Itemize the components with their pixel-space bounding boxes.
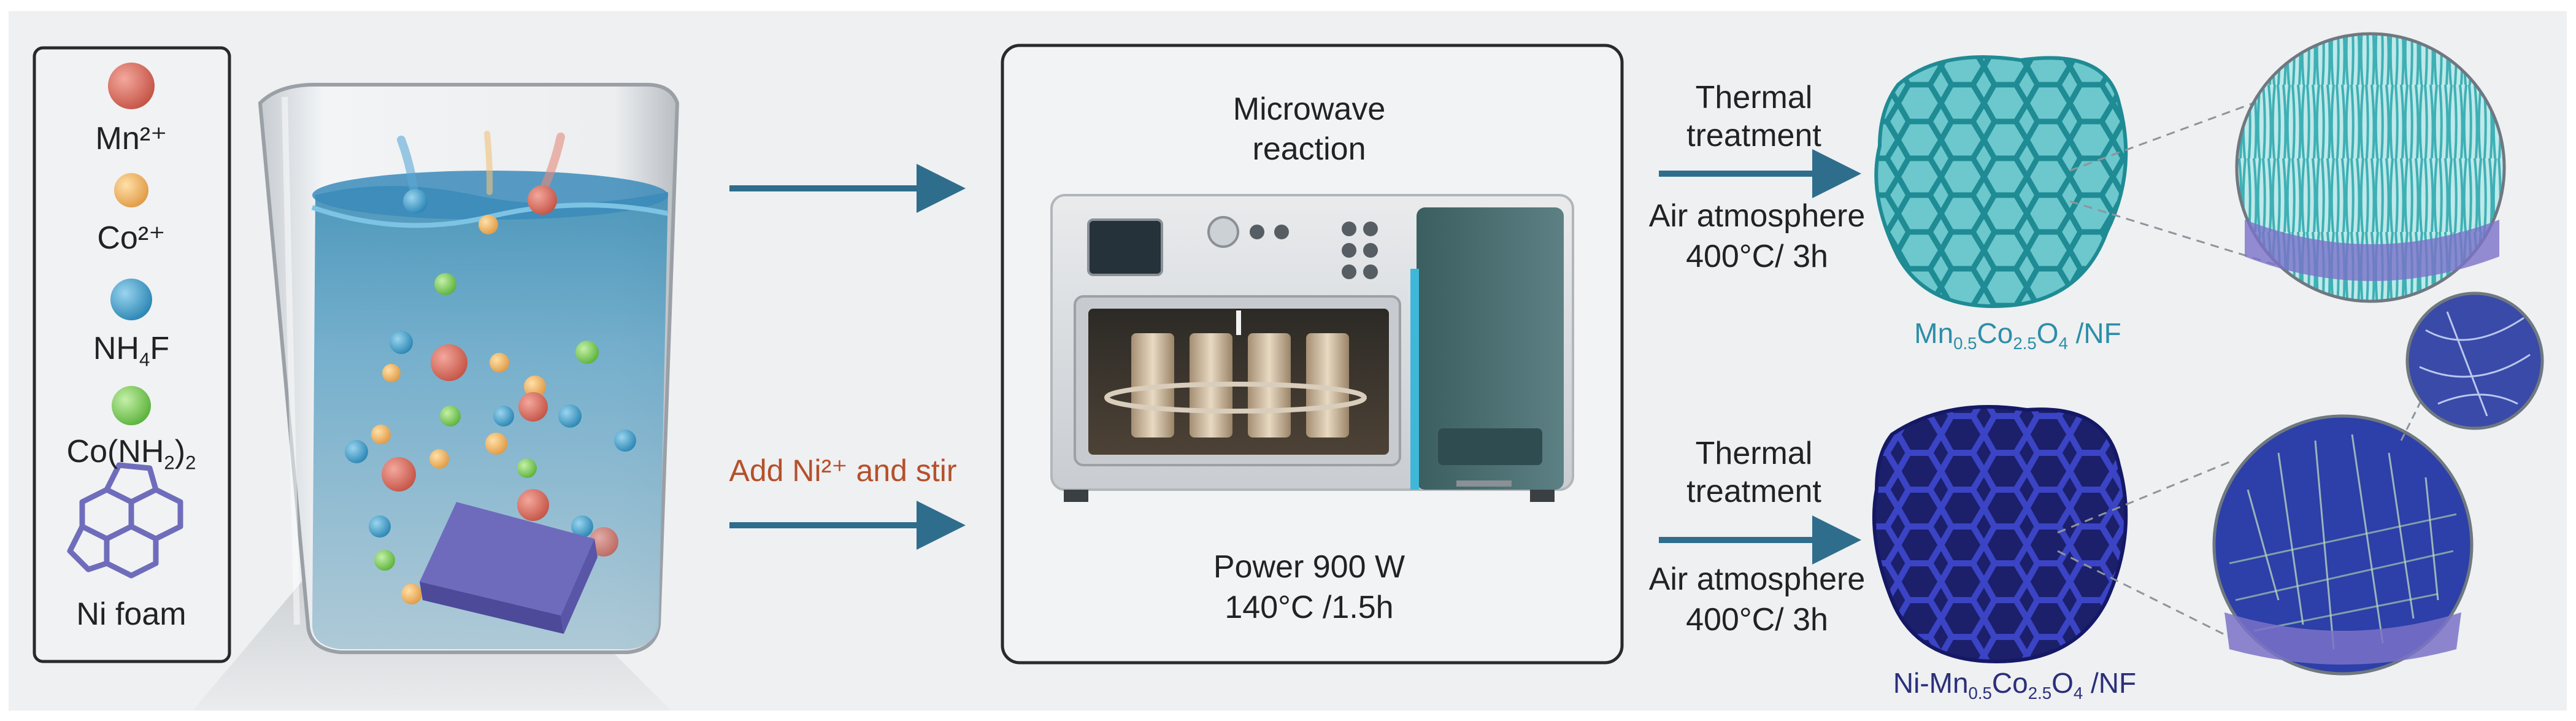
mn-ion-ball	[108, 63, 155, 109]
legend-mn-label: Mn²⁺	[95, 121, 167, 156]
urea-ball	[112, 386, 151, 425]
microwave-reactor	[1050, 194, 1574, 502]
bottom-treatment-label: Thermal treatment	[1686, 436, 1821, 510]
microwave-title: Microwave reaction	[1232, 91, 1386, 167]
legend-urea-label: Co(NH2)2	[66, 434, 196, 474]
process-diagram	[33, 32, 2544, 711]
top-treatment-label: Thermal treatment	[1686, 80, 1821, 154]
bottom-product-label: Ni-Mn0.5Co2.5O4 /NF	[1893, 667, 2137, 703]
legend-co-label: Co²⁺	[97, 220, 166, 256]
nh4f-ball	[110, 279, 152, 320]
reagent-legend	[33, 46, 231, 663]
bottom-product-foam	[1872, 291, 2544, 676]
legend-foam-label: Ni foam	[76, 596, 186, 632]
ni-foam-sponge	[420, 502, 598, 634]
top-product-label: Mn0.5Co2.5O4 /NF	[1914, 317, 2121, 353]
ni-foam-icon	[67, 462, 183, 579]
microwave-condition: 140°C /1.5h	[1225, 590, 1394, 625]
bottom-atmosphere-label: Air atmosphere	[1648, 561, 1866, 597]
legend-nh4f-label: NH4F	[93, 331, 170, 371]
figure-canvas: Mn²⁺ Co²⁺ NH4F Co(NH2)2 Ni foam Add Ni²⁺…	[9, 11, 2567, 711]
top-product-foam	[1874, 32, 2506, 308]
top-atmosphere-label: Air atmosphere	[1648, 198, 1866, 234]
microwave-power: Power 900 W	[1213, 549, 1405, 585]
co-ion-ball	[114, 173, 148, 207]
bottom-condition-label: 400°C/ 3h	[1686, 602, 1828, 638]
beaker	[258, 83, 680, 654]
add-ni-label: Add Ni²⁺ and stir	[729, 453, 957, 488]
top-condition-label: 400°C/ 3h	[1686, 239, 1828, 274]
